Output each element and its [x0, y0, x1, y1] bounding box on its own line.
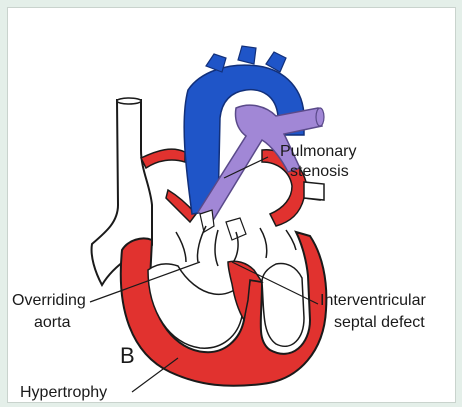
- label-interventricular: Interventricular: [320, 292, 426, 309]
- label-overriding: Overriding: [12, 292, 86, 309]
- ventricles: [121, 232, 327, 386]
- label-aorta: aorta: [34, 314, 71, 331]
- label-stenosis: stenosis: [290, 163, 349, 180]
- panel-letter: B: [120, 343, 135, 368]
- label-hypertrophy: Hypertrophy: [20, 384, 107, 401]
- label-pulmonary: Pulmonary: [280, 143, 356, 160]
- pulmonary-vein: [304, 182, 324, 200]
- label-septal-defect: septal defect: [334, 314, 425, 331]
- right-atrium-wall: [141, 149, 185, 168]
